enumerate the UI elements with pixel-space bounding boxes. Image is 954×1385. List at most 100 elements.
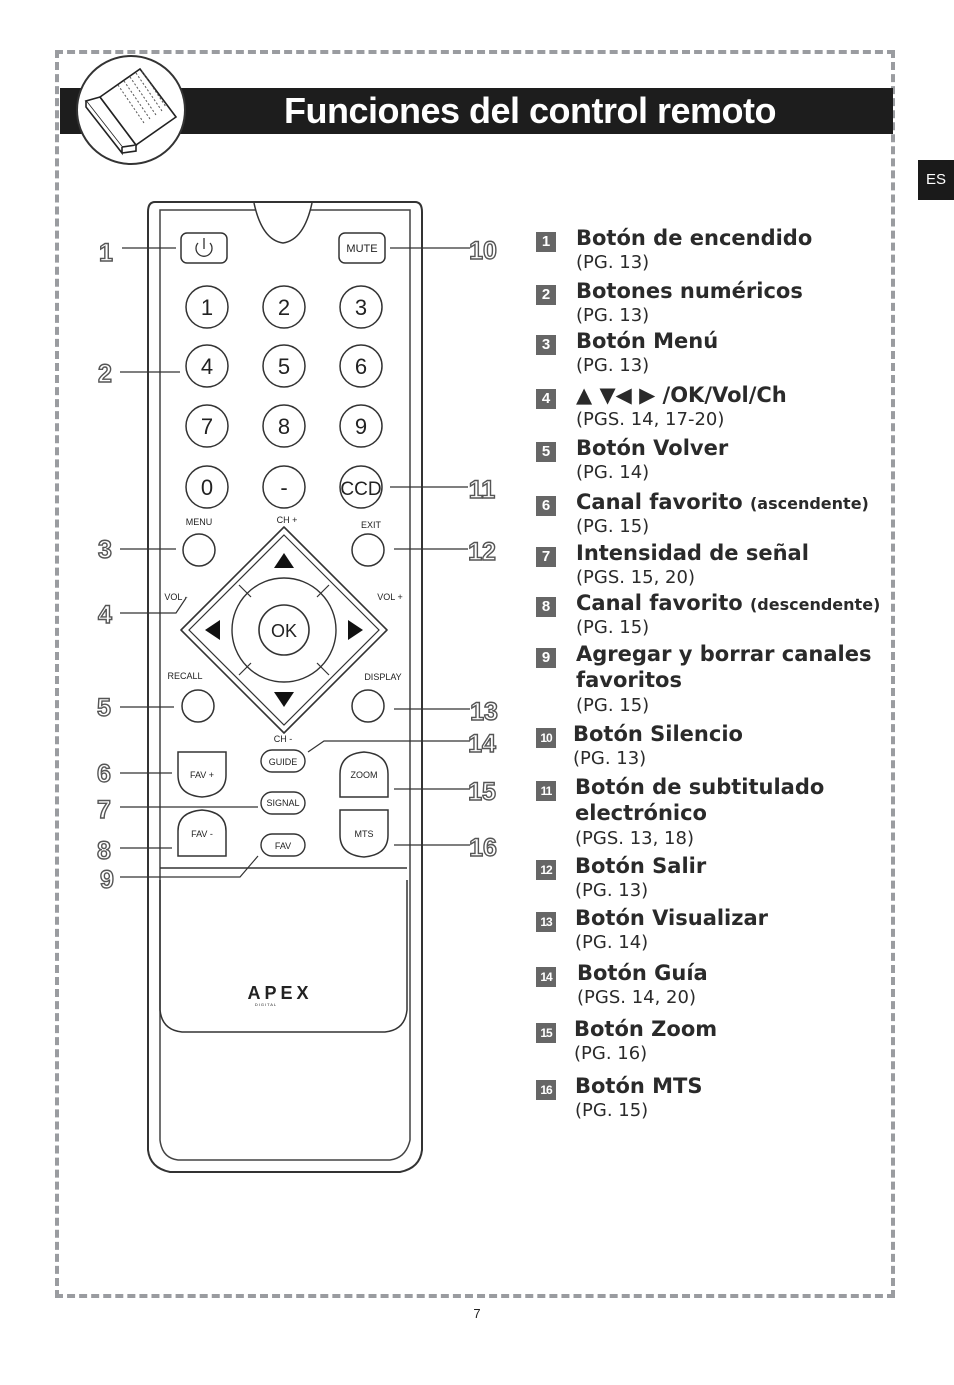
mute-label: MUTE (346, 243, 377, 255)
digit-9-button[interactable] (339, 404, 383, 448)
legend-pages: (PG. 13) (576, 355, 650, 376)
power-button[interactable] (180, 232, 228, 264)
callout-7: 7 (97, 796, 111, 824)
page-title: Funciones del control remoto (283, 90, 777, 131)
arrow-up-icon (274, 553, 294, 568)
direction-pad[interactable]: OK (180, 526, 388, 734)
legend-badge: 8 (536, 597, 556, 617)
menu-button[interactable] (182, 533, 216, 567)
legend-badge: 5 (536, 442, 556, 462)
legend-badge: 1 (536, 232, 556, 252)
legend-title-text: Canal favorito (576, 490, 743, 514)
mts-label: MTS (355, 829, 374, 839)
zoom-button[interactable] (339, 751, 389, 798)
legend-title: Botones numéricos (576, 279, 803, 303)
fav-button[interactable] (260, 833, 306, 857)
digit-1-button[interactable] (185, 285, 229, 329)
legend-badge: 15 (536, 1023, 556, 1043)
callout-6: 6 (97, 760, 111, 788)
digit-3-label: 3 (355, 295, 367, 320)
vol-up-label: VOL + (377, 592, 402, 602)
legend-title-extra: (descendente) (749, 595, 881, 614)
digit-3-button[interactable] (339, 285, 383, 329)
legend-title: Botón Salir (575, 854, 707, 878)
mts-button[interactable] (339, 809, 389, 858)
arrow-down-icon (274, 692, 294, 707)
legend-badge: 3 (536, 335, 556, 355)
legend-badge: 12 (536, 860, 556, 880)
legend-title: Intensidad de señal (576, 541, 809, 565)
legend-badge: 10 (536, 728, 556, 748)
fav-up-label: FAV + (190, 770, 214, 780)
callout-10: 10 (469, 237, 497, 265)
fav-down-button[interactable] (177, 809, 227, 857)
legend-title: Botón de encendido (576, 226, 813, 250)
signal-button[interactable] (260, 791, 306, 815)
callout-12: 12 (468, 538, 496, 566)
fav-label: FAV (275, 841, 291, 851)
callout-13: 13 (470, 698, 498, 726)
legend-title: Agregar y borrar canales (576, 642, 872, 666)
digit-0-button[interactable] (185, 465, 229, 509)
recall-button[interactable] (181, 689, 215, 723)
digit-6-label: 6 (355, 354, 367, 379)
legend-pages: (PG. 13) (576, 305, 650, 326)
recall-label: RECALL (167, 671, 202, 681)
legend-badge: 14 (536, 967, 556, 987)
legend-pages: (PG. 14) (576, 462, 650, 483)
guide-button[interactable] (260, 749, 306, 773)
legend-title: ▲ ▼◀ ▶ /OK/Vol/Ch (576, 383, 787, 407)
legend-title: Botón Visualizar (575, 906, 769, 930)
power-icon (195, 242, 213, 257)
callout-4: 4 (98, 601, 112, 629)
legend-title: Botón Menú (576, 329, 719, 353)
legend-pages: (PG. 16) (574, 1043, 648, 1064)
digit-4-button[interactable] (185, 344, 229, 388)
mute-button[interactable]: MUTE (338, 232, 386, 264)
display-button[interactable] (351, 689, 385, 723)
digit-2-button[interactable] (262, 285, 306, 329)
fav-up-button[interactable] (177, 751, 227, 798)
legend-badge: 7 (536, 547, 556, 567)
exit-button[interactable] (351, 533, 385, 567)
exit-label: EXIT (361, 520, 382, 530)
digit-8-label: 8 (278, 414, 290, 439)
digit-5-button[interactable] (262, 344, 306, 388)
digit-1-label: 1 (201, 295, 213, 320)
legend-badge: 11 (536, 781, 556, 801)
display-label: DISPLAY (364, 672, 401, 682)
legend-badge: 16 (536, 1080, 556, 1100)
digit-8-button[interactable] (262, 404, 306, 448)
legend-badge: 9 (536, 648, 556, 668)
legend-title: Botón Volver (576, 436, 729, 460)
ch-down-label: CH - (274, 734, 293, 744)
callout-11: 11 (469, 476, 496, 504)
callout-8: 8 (97, 837, 111, 865)
digit-6-button[interactable] (339, 344, 383, 388)
legend-badge: 4 (536, 389, 556, 409)
legend-title: Botón MTS (575, 1074, 703, 1098)
callout-14: 14 (468, 730, 496, 758)
guide-label: GUIDE (269, 757, 298, 767)
vol-down-label: VOL - (164, 592, 187, 602)
legend-badge: 2 (536, 285, 556, 305)
legend-pages: (PG. 15) (575, 1100, 649, 1121)
digit-5-label: 5 (278, 354, 290, 379)
legend-title-text: Canal favorito (576, 591, 743, 615)
legend-pages: (PGS. 14, 17-20) (576, 409, 725, 430)
legend-pages: (PGS. 14, 20) (577, 987, 696, 1008)
callout-15: 15 (468, 778, 496, 806)
digit-7-button[interactable] (185, 404, 229, 448)
legend-pages: (PG. 13) (573, 748, 647, 769)
ok-button (258, 604, 310, 656)
callout-2: 2 (98, 360, 112, 388)
digit-2-label: 2 (278, 295, 290, 320)
page-number: 7 (473, 1306, 481, 1321)
legend-pages: (PG. 13) (576, 252, 650, 273)
ccd-button[interactable] (339, 465, 383, 509)
title-bar (60, 88, 893, 134)
legend-title: Botón Zoom (574, 1017, 718, 1041)
legend-title: Botón de subtitulado (575, 775, 825, 799)
dash-button[interactable] (262, 465, 306, 509)
callout-16: 16 (469, 834, 497, 862)
